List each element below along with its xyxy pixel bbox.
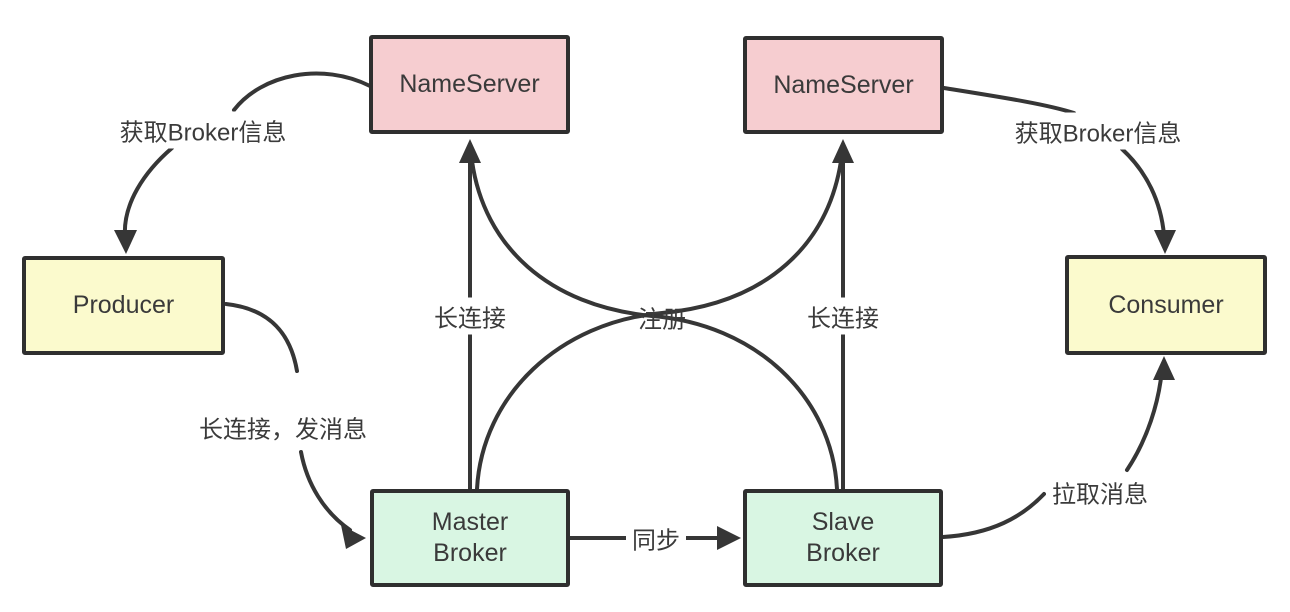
edge-get-broker-info-left-a: [232, 71, 372, 112]
edge-pull-message-b: [1125, 367, 1164, 472]
master-broker-label-line2: Broker: [433, 539, 507, 567]
nameserver-right-label: NameServer: [773, 70, 914, 99]
node-nameserver-left: NameServer: [369, 35, 570, 134]
arrowhead-into-nameserver-left: [459, 139, 481, 163]
arrowhead-into-consumer-top: [1154, 230, 1176, 254]
label-pull-message: 拉取消息: [1046, 473, 1154, 511]
arrowhead-into-producer: [114, 230, 137, 254]
label-long-connection-send-message: 长连接，发消息: [193, 408, 373, 446]
label-long-connection-left: 长连接: [428, 297, 512, 335]
label-get-broker-info-left: 获取Broker信息: [113, 111, 293, 149]
edge-pull-message-a: [941, 492, 1046, 539]
label-get-broker-info-right: 获取Broker信息: [1008, 112, 1188, 150]
master-broker-label-line1: Master: [431, 508, 509, 536]
consumer-label: Consumer: [1108, 290, 1224, 319]
arrowhead-into-nameserver-right: [832, 139, 854, 163]
edge-register-master-to-right-ns: [475, 159, 843, 491]
label-sync: 同步: [626, 519, 686, 557]
node-producer: Producer: [22, 256, 225, 355]
nameserver-left-label: NameServer: [399, 70, 540, 98]
label-register: 注册: [638, 306, 686, 334]
node-consumer: Consumer: [1065, 255, 1267, 355]
slave-broker-label-line1: Slave: [811, 508, 875, 536]
arrowhead-into-master-broker: [341, 525, 366, 549]
slave-broker-label-line2: Broker: [806, 539, 880, 567]
arrowhead-into-consumer-bottom: [1153, 356, 1175, 380]
edge-register-slave-to-left-ns: [470, 159, 839, 491]
node-master-broker: Master Broker: [370, 489, 570, 587]
label-long-connection-right: 长连接: [801, 297, 885, 335]
edge-get-broker-info-left-b: [122, 146, 174, 238]
edge-send-message-b: [299, 450, 352, 532]
node-nameserver-right: NameServer: [743, 36, 944, 134]
node-slave-broker: Slave Broker: [743, 489, 943, 587]
producer-label: Producer: [72, 291, 175, 319]
edge-get-broker-info-right-b: [1120, 147, 1166, 237]
edge-send-message-a: [224, 302, 299, 373]
edge-get-broker-info-right-a: [942, 86, 1076, 115]
arrowhead-into-slave-broker: [717, 526, 741, 550]
